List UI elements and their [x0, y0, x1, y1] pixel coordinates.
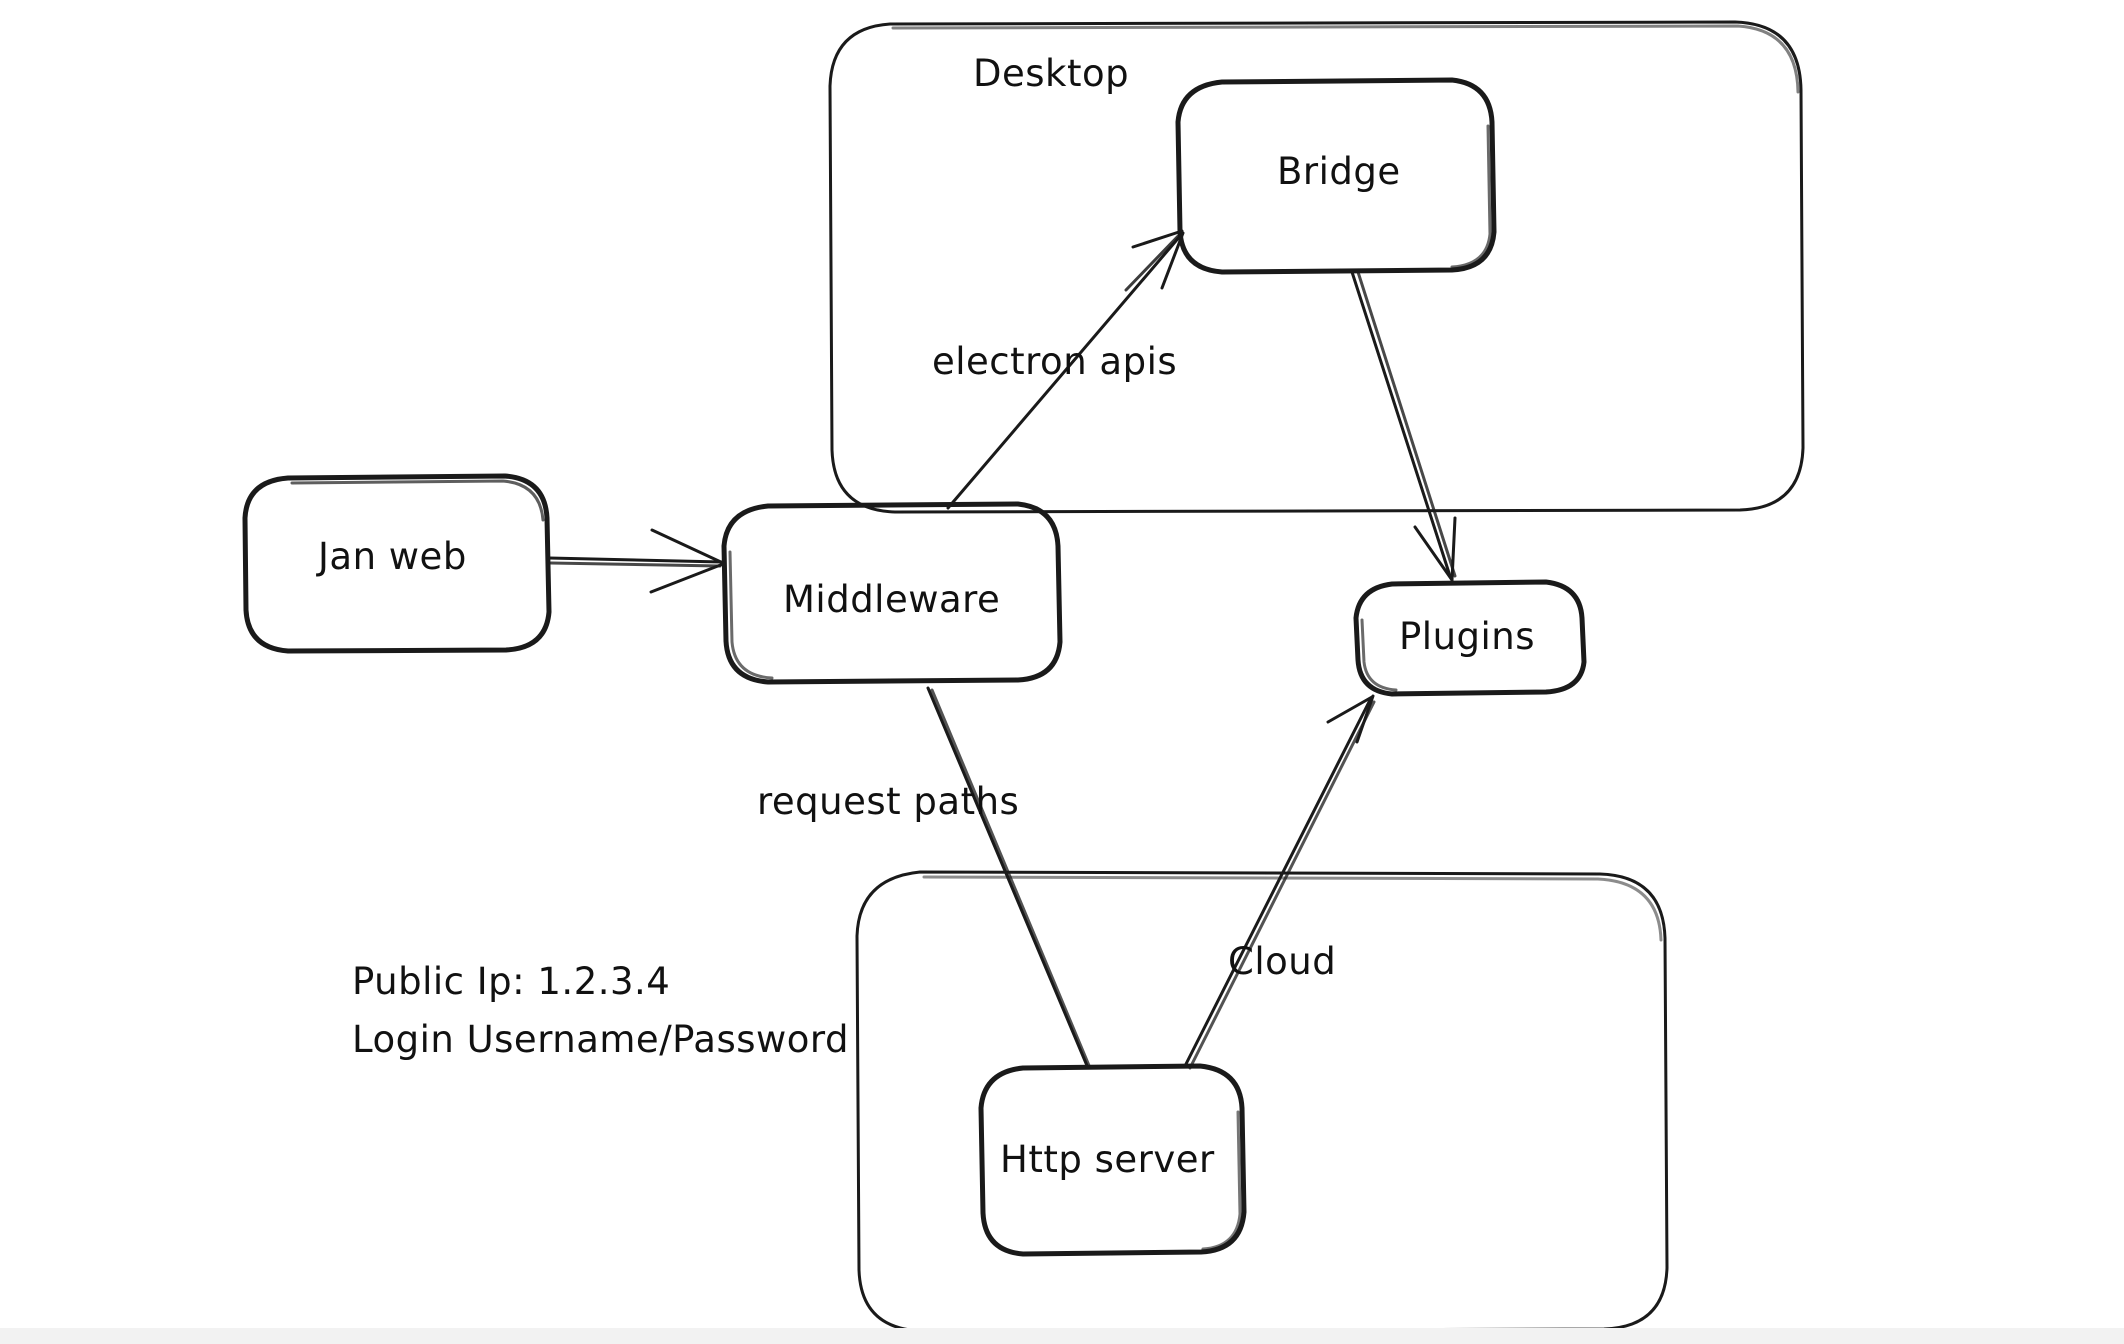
edge-label-request-paths: request paths — [757, 780, 1020, 823]
edge-jan-web-to-middleware — [547, 528, 725, 594]
node-bridge-outline — [1175, 77, 1497, 275]
node-label-plugins: Plugins — [1399, 615, 1536, 658]
edge-bridge-to-plugins — [1350, 270, 1457, 582]
node-jan-web-outline — [242, 473, 552, 654]
bottom-edge-band — [0, 1328, 2124, 1344]
note-public-ip: Public Ip: 1.2.3.4 — [352, 960, 671, 1003]
edge-http-server-to-middleware — [926, 686, 1092, 1070]
node-label-jan-web: Jan web — [318, 535, 467, 578]
node-plugins-outline — [1353, 579, 1587, 697]
node-label-bridge: Bridge — [1277, 150, 1401, 193]
edge-label-cloud: Cloud — [1228, 940, 1337, 983]
edge-middleware-to-bridge — [946, 229, 1185, 510]
edge-http-server-to-plugins — [1183, 694, 1376, 1070]
group-desktop-outline — [828, 20, 1805, 514]
group-label-desktop: Desktop — [973, 52, 1130, 95]
node-label-middleware: Middleware — [783, 578, 1001, 621]
node-label-http-server: Http server — [1000, 1138, 1215, 1181]
node-middleware-outline — [721, 501, 1063, 685]
node-http-server-outline — [978, 1063, 1247, 1257]
edge-label-electron-apis: electron apis — [932, 340, 1178, 383]
note-login-credentials: Login Username/Password — [352, 1018, 849, 1061]
